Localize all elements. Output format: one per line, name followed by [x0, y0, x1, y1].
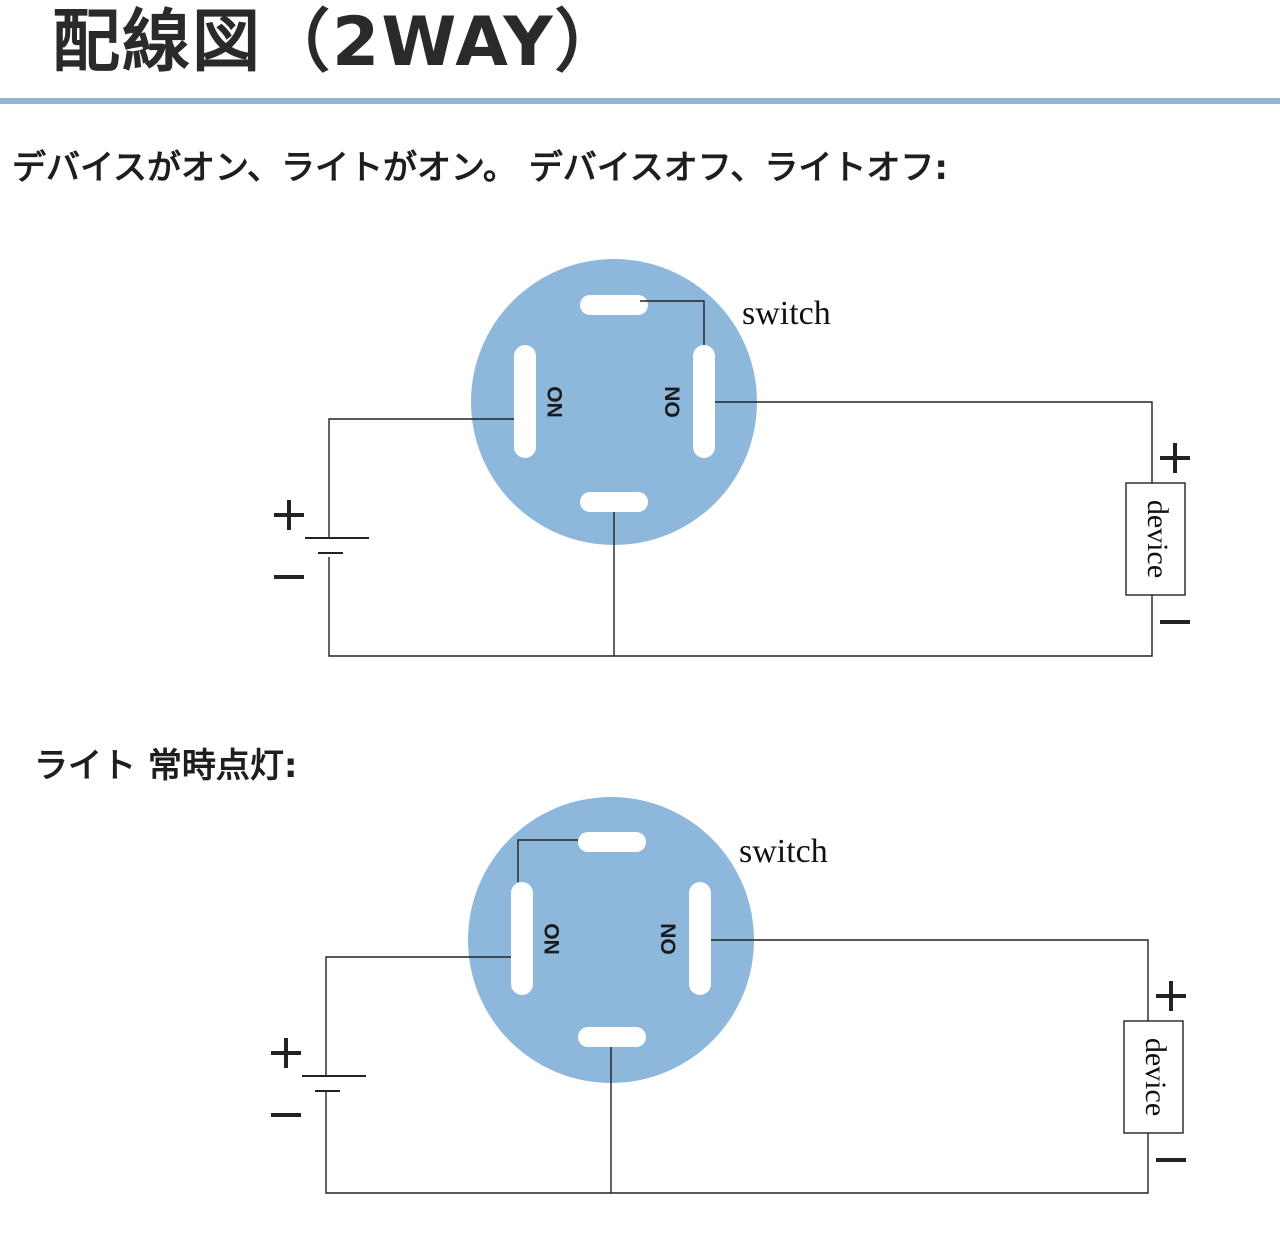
switch-body	[468, 797, 754, 1083]
wire-left-to-battery	[328, 418, 514, 538]
terminal-bottom	[578, 1027, 646, 1047]
switch-label: switch	[739, 833, 828, 870]
terminal-bottom	[580, 492, 648, 512]
wire-left-to-battery	[325, 956, 511, 1076]
device-box	[1125, 482, 1186, 596]
title-underline	[0, 98, 1280, 104]
battery-plus-icon	[274, 500, 304, 530]
page-title: 配線図（2WAY）	[52, 3, 625, 82]
terminal-right	[693, 345, 715, 458]
terminal-left	[514, 345, 536, 458]
terminal-top	[578, 832, 646, 852]
device-label: device	[1139, 1038, 1172, 1116]
device-plus-icon	[1156, 981, 1186, 1011]
device-box	[1123, 1020, 1184, 1134]
terminal-right	[689, 882, 711, 995]
switch-label: switch	[742, 295, 831, 332]
terminal-right-label: ON	[662, 386, 685, 418]
wiring-diagram-1: ON ON device switch	[274, 259, 1190, 657]
wire-right-to-device	[711, 939, 1149, 1021]
switch-body	[471, 259, 757, 545]
wire-right-to-device	[715, 401, 1153, 483]
section-1-caption: デバイスがオン、ライトがオン。 デバイスオフ、ライトオフ:	[12, 148, 948, 188]
terminal-top	[580, 295, 648, 315]
wire-top-to-left-terminal	[517, 839, 578, 882]
terminal-left-label: ON	[539, 923, 562, 955]
wire-ground-loop	[325, 1091, 1149, 1194]
wire-top-to-right-terminal	[640, 300, 705, 345]
device-label: device	[1141, 500, 1174, 578]
terminal-right-label: ON	[658, 923, 681, 955]
terminal-left	[511, 882, 533, 995]
wiring-diagram-2: ON ON device switch	[271, 797, 1186, 1194]
section-2-caption: ライト 常時点灯:	[34, 746, 298, 786]
battery-plus-icon	[271, 1038, 301, 1068]
terminal-left-label: ON	[542, 386, 565, 418]
device-plus-icon	[1160, 443, 1190, 473]
wire-ground-loop	[328, 557, 1153, 657]
